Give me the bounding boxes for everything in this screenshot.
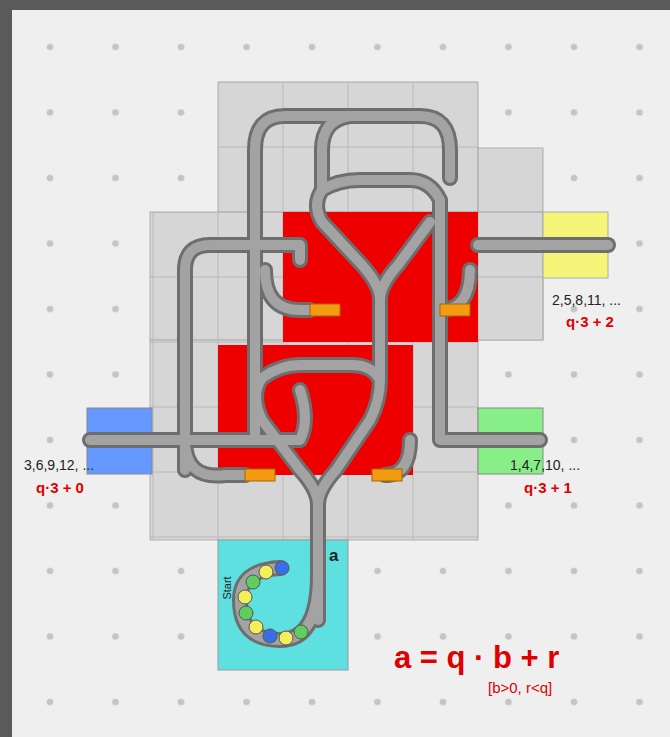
condition-note: [b>0, r<q] (488, 680, 552, 697)
equation: a = q · b + r (394, 641, 559, 675)
sequence-label: 2,5,8,11, ... (552, 293, 621, 308)
start-label: Start (221, 576, 233, 599)
start-area: Start (218, 540, 348, 670)
formula-label: q·3 + 0 (36, 480, 84, 497)
sequence-label: 1,4,7,10, ... (510, 458, 580, 473)
sequence-label: 3,6,9,12, ... (24, 458, 94, 473)
track-label: a (329, 547, 338, 566)
formula-label: q·3 + 2 (566, 314, 614, 331)
formula-label: q·3 + 1 (524, 480, 572, 497)
